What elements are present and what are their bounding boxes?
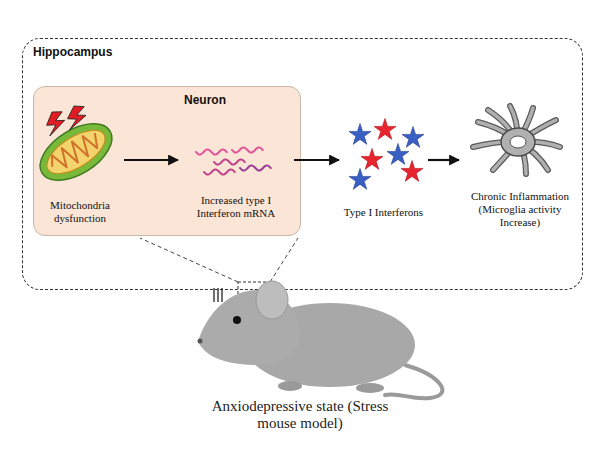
damage-bolt — [45, 110, 66, 139]
microglia-process — [518, 120, 556, 142]
microglia-process — [478, 122, 518, 142]
stage-node: Increased type I Interferon mRNA — [180, 137, 292, 222]
mouse-tail — [385, 365, 442, 398]
motion-line — [217, 288, 218, 302]
microglia-process — [473, 142, 518, 147]
mouse-figure — [198, 281, 443, 398]
microglia-process — [493, 142, 518, 170]
microglia-body — [501, 128, 535, 156]
microglia-process — [518, 142, 548, 170]
flow-arrow — [124, 159, 178, 161]
mrna-strand — [232, 147, 263, 152]
microglia-process — [518, 142, 560, 147]
microglia-process-fill — [518, 142, 526, 174]
microglia-icon — [473, 106, 560, 174]
mouse-head — [198, 290, 300, 365]
mouse-foot — [278, 381, 302, 391]
flow-arrow — [294, 159, 339, 161]
mitochondrion-icon — [30, 112, 121, 192]
zoom-leader — [270, 238, 298, 282]
flow-arrow — [428, 159, 459, 161]
region-box: HippocampusNeuronMitochondria dysfunctio… — [22, 38, 583, 290]
mrna-strand — [204, 169, 235, 174]
interferon-star — [349, 123, 371, 144]
microglia-process-fill — [518, 120, 556, 142]
interferon-star — [361, 148, 383, 169]
cell-box: NeuronMitochondria dysfunction Increased … — [33, 86, 301, 236]
microglia-process-fill — [493, 142, 518, 170]
microglia-process — [510, 106, 518, 142]
mrna-icon — [196, 147, 271, 174]
microglia-process — [518, 108, 533, 142]
interferon-star — [401, 160, 423, 181]
stage-node: Type I Interferons — [341, 116, 426, 221]
mitochondrion-inner — [40, 122, 112, 182]
mrna-strand — [214, 159, 245, 164]
damage-bolt — [65, 103, 88, 133]
zoom-indicator — [140, 238, 298, 296]
figure-caption: Anxiodepressive state (Stress mouse mode… — [195, 398, 405, 432]
mrna-strand — [240, 165, 271, 170]
microglia-process-fill — [473, 142, 518, 147]
microglia-nucleus — [510, 136, 526, 148]
microglia-process-fill — [478, 122, 518, 142]
mouse-eye — [233, 316, 241, 324]
interferon-icons — [349, 118, 424, 189]
node-heading: Neuron — [184, 93, 290, 107]
node-label: Type I Interferons — [341, 206, 426, 219]
interferon-star — [387, 143, 409, 164]
mrna-strand — [196, 149, 227, 154]
mouse-foot — [356, 383, 384, 393]
microglia-process — [518, 142, 526, 174]
node-heading: Hippocampus — [33, 45, 572, 59]
microglia-process-fill — [488, 110, 518, 142]
mouse-ear — [256, 281, 288, 319]
microglia-process-fill — [518, 142, 548, 170]
mitochondrion-outer — [30, 112, 121, 192]
mitochondrion-cristae — [46, 129, 103, 175]
node-label: Increased type I Interferon mRNA — [180, 194, 292, 220]
microglia-process — [488, 110, 518, 142]
microglia-process-fill — [518, 108, 533, 142]
zoom-leader — [140, 238, 238, 282]
stage-node: Chronic Inflammation (Microglia activity… — [461, 106, 579, 231]
mouse-body — [245, 303, 415, 387]
microglia-process-fill — [518, 142, 560, 147]
microglia-process-fill — [510, 106, 518, 142]
interferon-star — [349, 168, 371, 189]
motion-line — [221, 288, 222, 302]
node-label: Mitochondria dysfunction — [38, 199, 122, 225]
mouse-nose — [198, 339, 203, 344]
motion-line — [213, 288, 214, 302]
node-label: Chronic Inflammation (Microglia activity… — [461, 190, 579, 229]
zoom-box — [238, 282, 270, 296]
interferon-star — [374, 118, 396, 139]
stage-node: Mitochondria dysfunction — [38, 102, 122, 227]
interferon-star — [402, 126, 424, 147]
connector-layer — [124, 160, 459, 161]
